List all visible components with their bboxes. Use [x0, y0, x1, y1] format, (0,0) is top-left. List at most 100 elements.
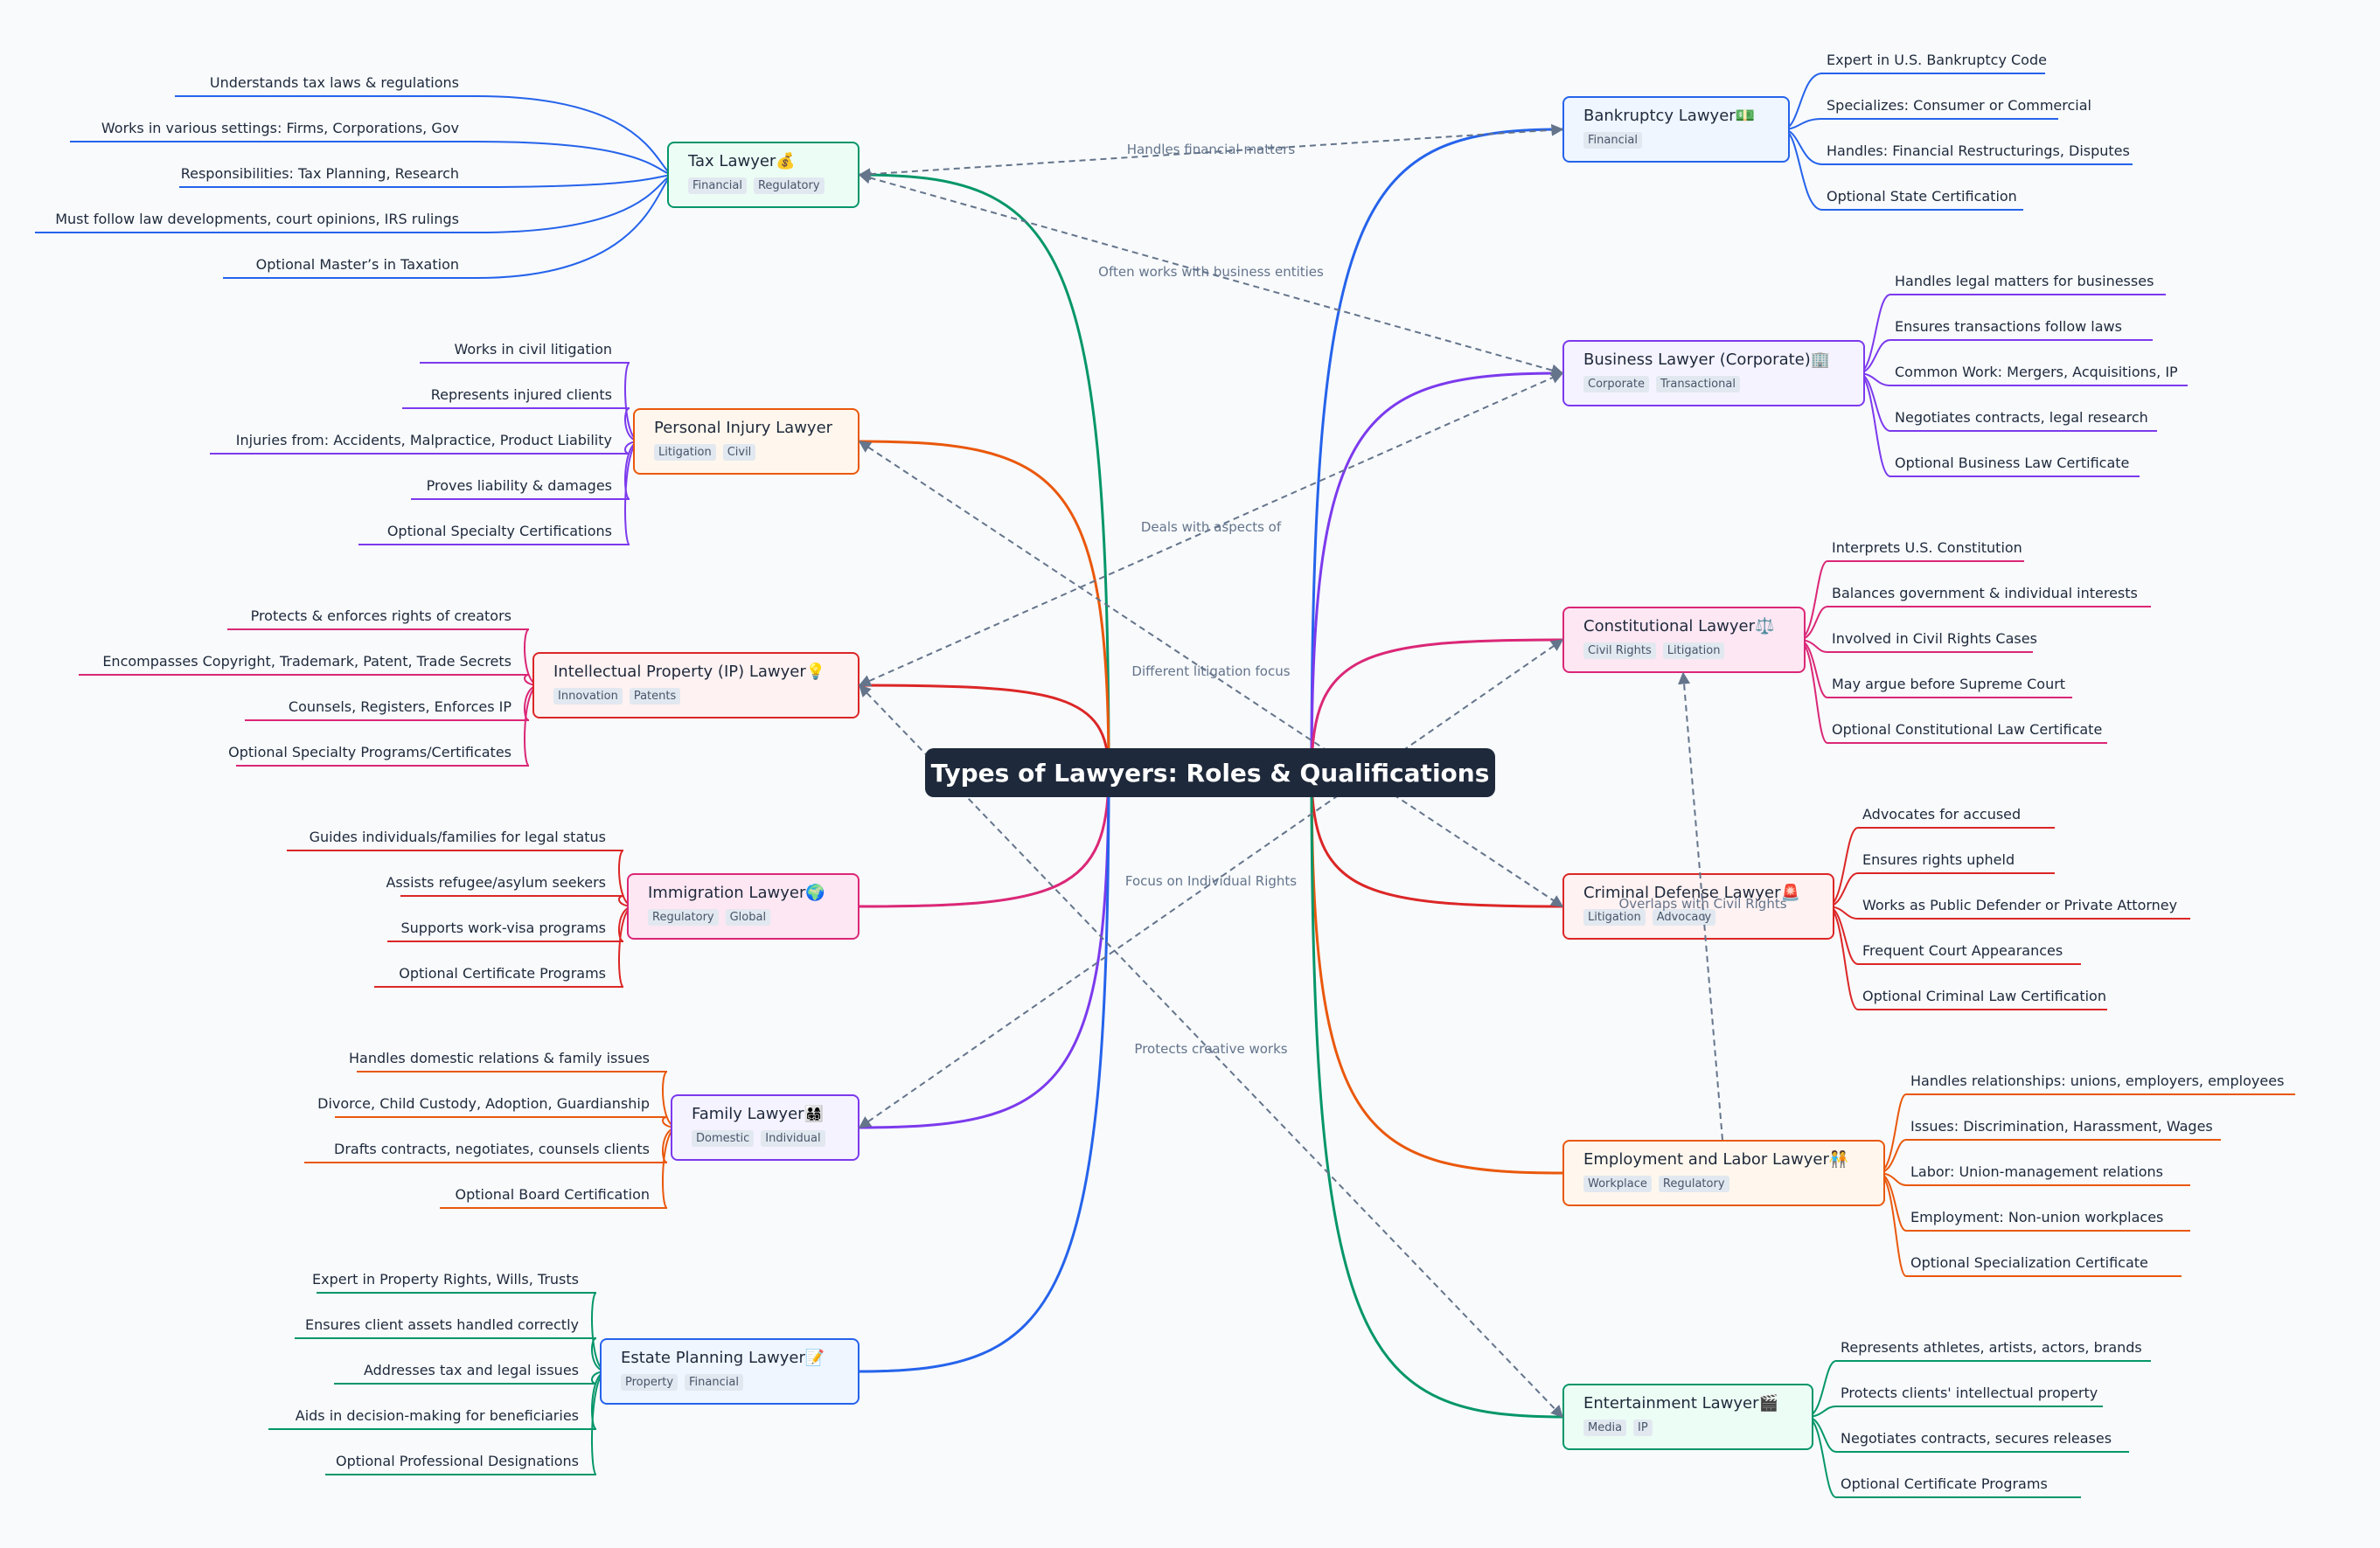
leaf-item[interactable]: Handles domestic relations & family issu…: [348, 1050, 650, 1066]
leaf-item[interactable]: Works in civil litigation: [454, 341, 612, 357]
leaf-item[interactable]: Protects clients' intellectual property: [1841, 1385, 2098, 1401]
tag-badge: Financial: [685, 1374, 743, 1391]
relation-label: Overlaps with Civil Rights: [1618, 896, 1787, 912]
tag-badge: Media: [1583, 1420, 1627, 1436]
tag-badge: Litigation: [654, 444, 716, 461]
leaf-item[interactable]: Handles relationships: unions, employers…: [1910, 1072, 2285, 1089]
leaf-item[interactable]: Frequent Court Appearances: [1862, 942, 2063, 959]
branch-title: Immigration Lawyer🌍: [648, 884, 825, 902]
leaf-item[interactable]: Common Work: Mergers, Acquisitions, IP: [1895, 364, 2178, 380]
leaf-item[interactable]: Aids in decision-making for beneficiarie…: [295, 1407, 579, 1424]
leaf-item[interactable]: Expert in U.S. Bankruptcy Code: [1827, 52, 2047, 68]
leaf-item[interactable]: Works as Public Defender or Private Atto…: [1862, 897, 2178, 913]
leaf-item[interactable]: Interprets U.S. Constitution: [1832, 539, 2022, 556]
leaf-item[interactable]: Handles legal matters for businesses: [1895, 273, 2154, 289]
leaf-item[interactable]: Negotiates contracts, secures releases: [1841, 1430, 2112, 1447]
tag-badge: Individual: [761, 1130, 825, 1147]
leaf-item[interactable]: Optional Criminal Law Certification: [1862, 988, 2106, 1004]
leaf-item[interactable]: Advocates for accused: [1862, 806, 2022, 823]
leaf-item[interactable]: Protects & enforces rights of creators: [250, 607, 511, 624]
branch-node[interactable]: Intellectual Property (IP) Lawyer💡Innova…: [532, 652, 859, 718]
leaf-item[interactable]: Represents injured clients: [430, 386, 612, 403]
leaf-item[interactable]: Handles: Financial Restructurings, Dispu…: [1827, 142, 2130, 159]
leaf-item[interactable]: Balances government & individual interes…: [1832, 585, 2138, 601]
leaf-item[interactable]: Assists refugee/asylum seekers: [386, 874, 606, 891]
leaf-item[interactable]: Optional Master’s in Taxation: [255, 256, 459, 273]
branch-title: Family Lawyer👨‍👩‍👧‍👦: [692, 1105, 824, 1123]
leaf-item[interactable]: Counsels, Registers, Enforces IP: [288, 698, 511, 715]
leaf-item[interactable]: Addresses tax and legal issues: [363, 1362, 579, 1378]
leaf-item[interactable]: Guides individuals/families for legal st…: [309, 829, 606, 845]
leaf-item[interactable]: May argue before Supreme Court: [1832, 676, 2066, 692]
tag-badge: Regulatory: [753, 177, 825, 194]
tag-badge: Patents: [629, 688, 681, 705]
leaf-item[interactable]: Optional Specialty Programs/Certificates: [228, 744, 511, 760]
tag-badge: Financial: [688, 177, 747, 194]
leaf-item[interactable]: Ensures client assets handled correctly: [305, 1316, 579, 1333]
leaf-item[interactable]: Must follow law developments, court opin…: [55, 211, 459, 227]
relation-link: [859, 684, 1563, 1419]
leaf-item[interactable]: Optional Board Certification: [455, 1186, 650, 1203]
branch-title: Constitutional Lawyer⚖️: [1583, 617, 1775, 635]
tag-badge: Property: [621, 1374, 679, 1391]
leaf-item[interactable]: Labor: Union-management relations: [1910, 1163, 2164, 1180]
leaf-item[interactable]: Proves liability & damages: [426, 477, 612, 494]
relation-label: Handles financial matters: [1126, 142, 1296, 157]
tag-list: Financial Regulatory: [688, 177, 858, 194]
leaf-item[interactable]: Employment: Non-union workplaces: [1910, 1209, 2164, 1225]
leaf-item[interactable]: Encompasses Copyright, Trademark, Patent…: [102, 653, 511, 670]
tag-badge: Litigation: [1583, 909, 1646, 926]
leaf-item[interactable]: Optional Certificate Programs: [399, 965, 606, 982]
leaf-item[interactable]: Optional Professional Designations: [335, 1453, 579, 1469]
tag-list: Media IP: [1583, 1420, 1812, 1436]
leaf-item[interactable]: Optional Specialty Certifications: [386, 523, 612, 539]
leaf-item[interactable]: Negotiates contracts, legal research: [1895, 409, 2148, 426]
leaf-item[interactable]: Represents athletes, artists, actors, br…: [1841, 1339, 2142, 1356]
branch-title: Bankruptcy Lawyer💵: [1583, 107, 1756, 125]
tag-badge: Transactional: [1656, 376, 1740, 392]
tag-badge: Financial: [1583, 132, 1642, 149]
relation-label: Protects creative works: [1134, 1040, 1288, 1057]
leaf-item[interactable]: Works in various settings: Firms, Corpor…: [101, 120, 459, 136]
tag-badge: IP: [1633, 1420, 1653, 1436]
leaf-item[interactable]: Optional Constitutional Law Certificate: [1832, 721, 2103, 738]
tag-badge: Global: [725, 909, 771, 926]
branch-node[interactable]: Employment and Labor Lawyer🧑‍🤝‍🧑Workplac…: [1562, 1140, 1885, 1206]
leaf-item[interactable]: Optional Certificate Programs: [1841, 1475, 2048, 1492]
leaf-item[interactable]: Divorce, Child Custody, Adoption, Guardi…: [317, 1095, 650, 1112]
leaf-item[interactable]: Ensures rights upheld: [1862, 851, 2015, 868]
leaf-item[interactable]: Optional Specialization Certificate: [1910, 1254, 2148, 1271]
leaf-item[interactable]: Optional State Certification: [1827, 188, 2017, 205]
leaf-item[interactable]: Understands tax laws & regulations: [209, 74, 459, 91]
central-topic[interactable]: Types of Lawyers: Roles & Qualifications: [925, 748, 1495, 797]
leaf-item[interactable]: Issues: Discrimination, Harassment, Wage…: [1910, 1118, 2213, 1135]
leaf-item[interactable]: Specializes: Consumer or Commercial: [1827, 97, 2091, 114]
leaf-item[interactable]: Involved in Civil Rights Cases: [1832, 630, 2037, 647]
tag-list: Financial: [1583, 132, 1788, 149]
relation-link: [858, 123, 1564, 181]
leaf-item[interactable]: Drafts contracts, negotiates, counsels c…: [334, 1141, 650, 1157]
leaf-item[interactable]: Optional Business Law Certificate: [1895, 455, 2130, 471]
branch-node[interactable]: Bankruptcy Lawyer💵 Financial: [1562, 96, 1790, 163]
relation-label: Different litigation focus: [1131, 663, 1291, 679]
leaf-item[interactable]: Injuries from: Accidents, Malpractice, P…: [235, 432, 612, 448]
leaf-item[interactable]: Responsibilities: Tax Planning, Research: [180, 165, 459, 182]
relation-link: [858, 171, 1564, 377]
leaf-item[interactable]: Expert in Property Rights, Wills, Trusts: [311, 1271, 579, 1288]
leaf-item[interactable]: Ensures transactions follow laws: [1895, 318, 2122, 335]
leaf-item[interactable]: Supports work-visa programs: [400, 920, 606, 936]
